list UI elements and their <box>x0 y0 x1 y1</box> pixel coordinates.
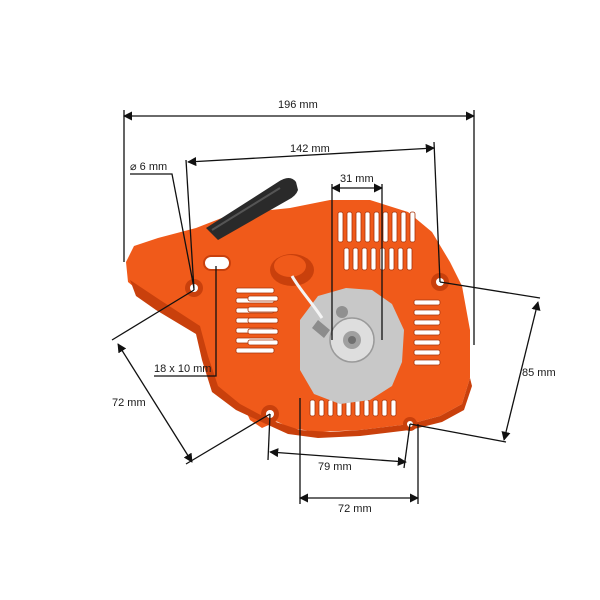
label-center-offset: 31 mm <box>340 173 374 185</box>
vent-slot <box>390 399 397 417</box>
housing-lobe-left <box>228 330 280 428</box>
vent-slot <box>327 399 334 417</box>
vent-slot <box>235 347 275 354</box>
mount-slot <box>203 255 231 271</box>
pull-handle-icon <box>206 178 298 240</box>
vent-slot <box>413 329 441 336</box>
label-bottom-span: 79 mm <box>318 461 352 473</box>
label-overall-width: 196 mm <box>278 99 318 111</box>
vent-slots <box>235 211 441 417</box>
vent-slot <box>235 287 275 294</box>
vent-slot <box>247 306 279 313</box>
vent-slot <box>247 328 279 335</box>
rope-guide <box>270 254 314 286</box>
vent-slot <box>363 399 370 417</box>
label-bottom-width: 72 mm <box>338 503 372 515</box>
vent-slot <box>397 247 404 271</box>
vent-slot <box>409 211 416 243</box>
starter-housing <box>126 178 472 438</box>
label-hole-diameter: ⌀ 6 mm <box>130 161 167 173</box>
vent-slot <box>318 399 325 417</box>
vent-slot <box>413 359 441 366</box>
vent-slot <box>355 211 362 243</box>
vent-slot <box>381 399 388 417</box>
vent-slot <box>388 247 395 271</box>
pulley <box>300 288 404 404</box>
vent-slot <box>364 211 371 243</box>
vent-slot <box>309 399 316 417</box>
vent-slot <box>382 211 389 243</box>
dimension-lines <box>111 110 541 504</box>
housing-rim <box>130 280 472 438</box>
vent-slot <box>352 247 359 271</box>
vent-slot <box>406 247 413 271</box>
label-left-diagonal: 72 mm <box>112 397 146 409</box>
vent-slot <box>346 211 353 243</box>
vent-slot <box>413 319 441 326</box>
vent-slot <box>361 247 368 271</box>
vent-slot <box>413 299 441 306</box>
starter-rope <box>290 275 324 319</box>
vent-slot <box>247 317 279 324</box>
vent-slot <box>373 211 380 243</box>
vent-slot <box>400 211 407 243</box>
dimension-labels: 196 mm 142 mm ⌀ 6 mm 31 mm 18 x 10 mm 72… <box>112 99 556 515</box>
vent-slot <box>343 247 350 271</box>
vent-slot <box>370 247 377 271</box>
vent-slot <box>413 339 441 346</box>
vent-slot <box>354 399 361 417</box>
vent-slot <box>391 211 398 243</box>
vent-slot <box>247 339 279 346</box>
vent-slot <box>413 349 441 356</box>
vent-slot <box>413 309 441 316</box>
label-mount-span: 142 mm <box>290 143 330 155</box>
label-slot-size: 18 x 10 mm <box>154 363 211 375</box>
vent-slot <box>337 211 344 243</box>
label-right-height: 85 mm <box>522 367 556 379</box>
vent-slot <box>247 295 279 302</box>
vent-slot <box>372 399 379 417</box>
